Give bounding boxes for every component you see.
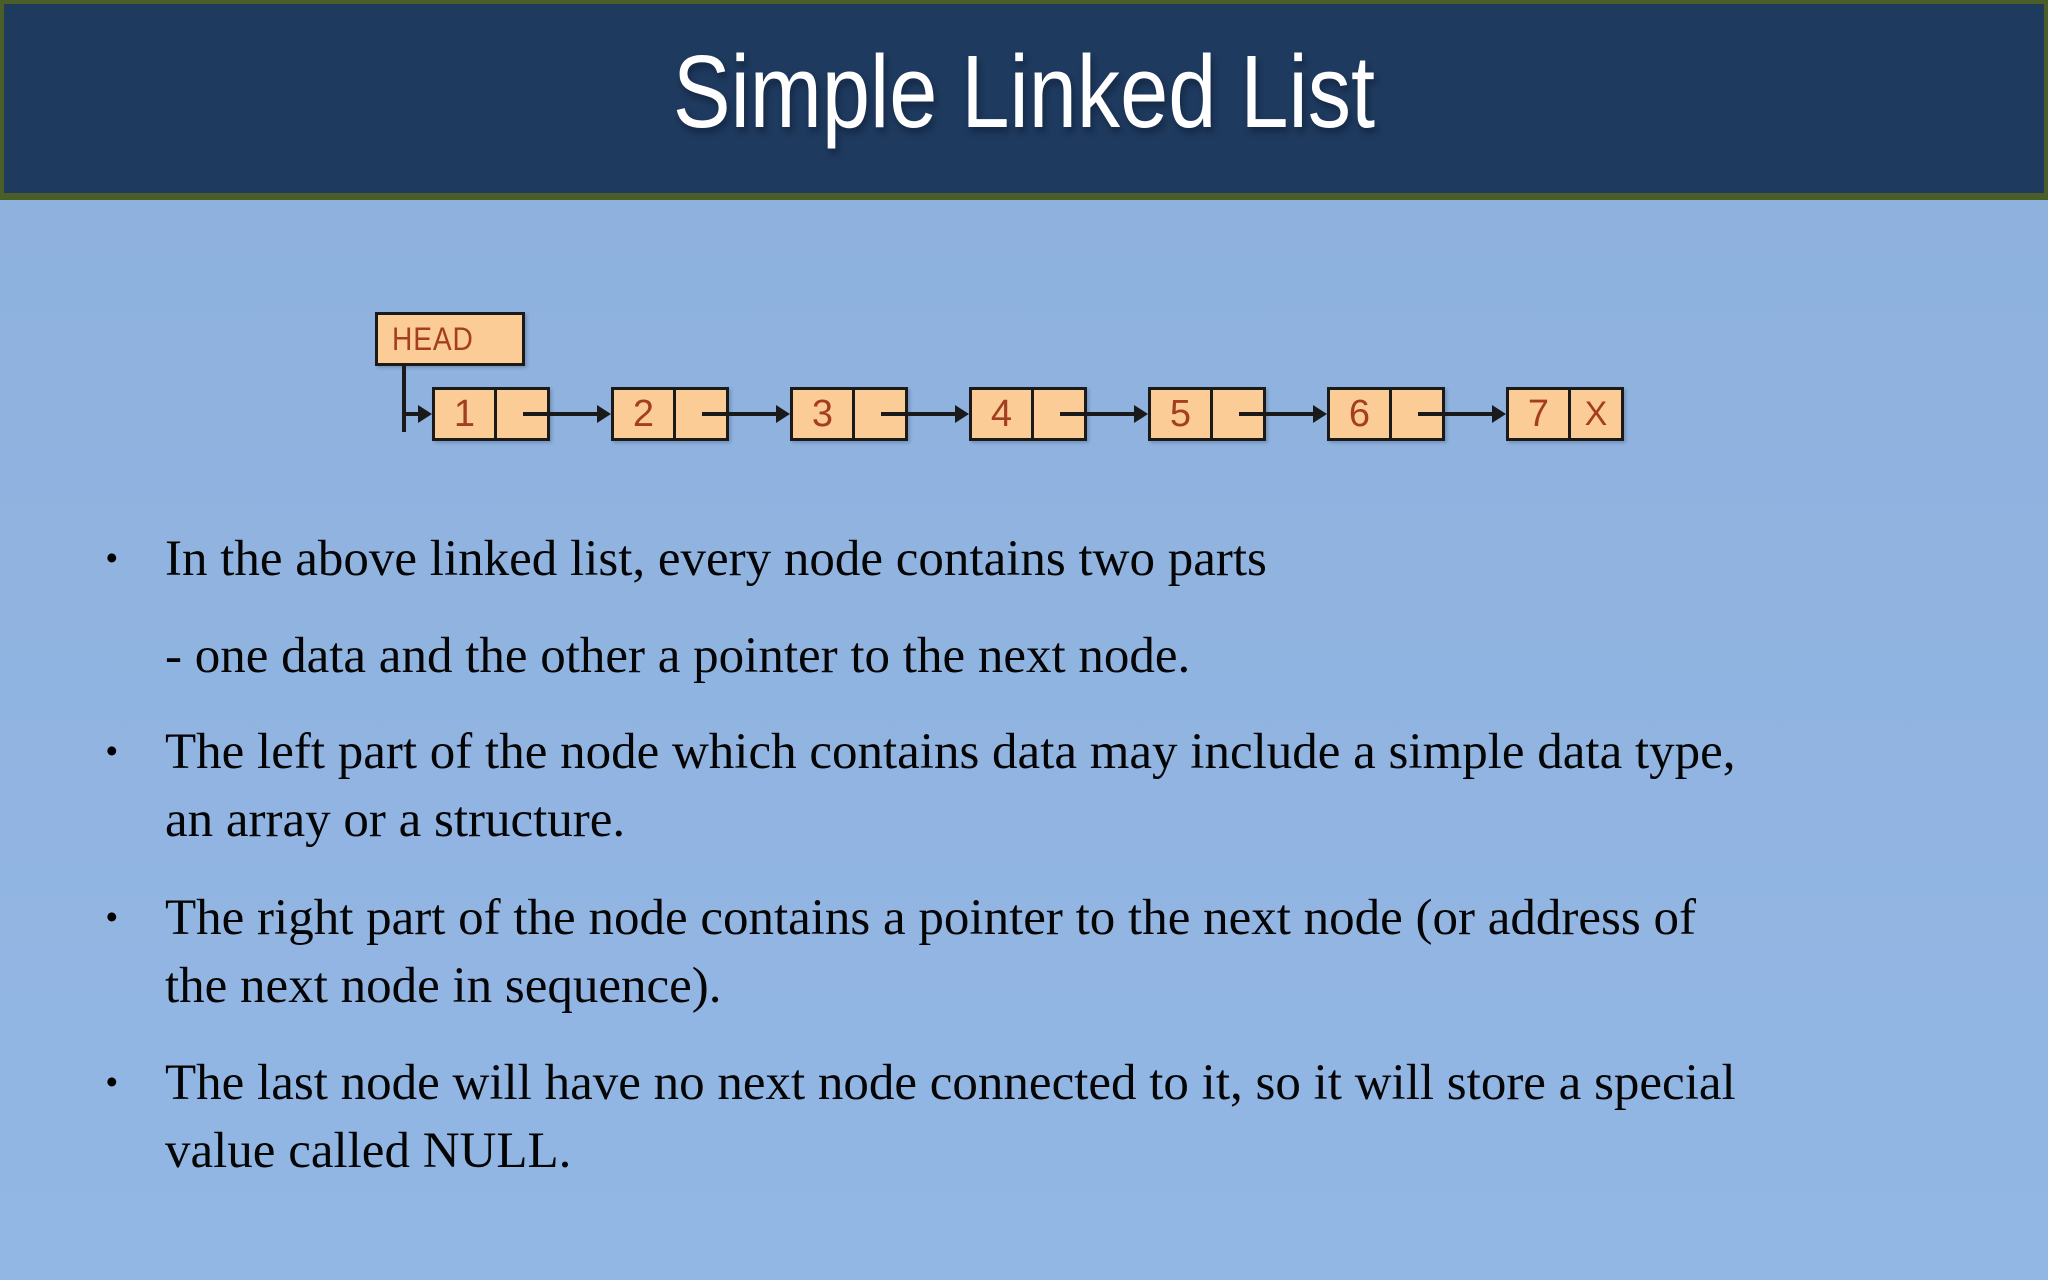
node-data-cell: 4 [972, 390, 1034, 438]
arrowhead-icon [955, 405, 969, 423]
next-pointer-arrow-line [702, 412, 778, 416]
next-pointer-arrow-line [881, 412, 957, 416]
page-title: Simple Linked List [672, 33, 1376, 149]
arrowhead-icon [1134, 405, 1148, 423]
arrowhead-icon [776, 405, 790, 423]
bullet-line: The left part of the node which contains… [165, 724, 1736, 780]
arrowhead-icon [1313, 405, 1327, 423]
node-data-cell: 5 [1151, 390, 1213, 438]
head-connector-horizontal-line [402, 412, 420, 416]
bullet-paragraph: • In the above linked list, every node c… [100, 525, 2040, 593]
head-label: HEAD [392, 320, 474, 357]
node-data-cell: 2 [614, 390, 676, 438]
bullet-dot: • [106, 732, 118, 769]
bullet-paragraph: • The right part of the node contains a … [100, 884, 2040, 1020]
node-data-cell: 3 [793, 390, 855, 438]
bullet-line: the next node in sequence). [165, 958, 722, 1014]
bullet-continuation-paragraph: - one data and the other a pointer to th… [100, 622, 2040, 690]
bullet-paragraph: • The last node will have no next node c… [100, 1049, 2040, 1185]
next-pointer-arrow-line [523, 412, 599, 416]
node: 2 [611, 387, 729, 441]
next-pointer-arrow-line [1418, 412, 1494, 416]
bullet-line: The right part of the node contains a po… [165, 890, 1696, 946]
bullet-line: - one data and the other a pointer to th… [165, 628, 1191, 684]
bullet-dot: • [106, 1063, 118, 1100]
node: 7 X [1506, 387, 1624, 441]
head-box: HEAD [375, 312, 525, 366]
bullet-dot: • [106, 539, 118, 576]
title-bar: Simple Linked List [0, 0, 2048, 200]
head-connector-vertical-line [402, 366, 406, 432]
arrowhead-icon [597, 405, 611, 423]
bullet-paragraph: • The left part of the node which contai… [100, 718, 2040, 854]
next-pointer-arrow-line [1060, 412, 1136, 416]
node-data-cell: 6 [1330, 390, 1392, 438]
bullet-line: value called NULL. [165, 1123, 572, 1179]
node-data-cell: 1 [435, 390, 497, 438]
head-arrowhead-icon [418, 405, 432, 423]
bullet-line: an array or a structure. [165, 792, 626, 848]
bullet-line: In the above linked list, every node con… [165, 531, 1267, 587]
bullet-line: The last node will have no next node con… [165, 1055, 1736, 1111]
node-data-cell: 7 [1509, 390, 1571, 438]
next-pointer-arrow-line [1239, 412, 1315, 416]
arrowhead-icon [1492, 405, 1506, 423]
node-pointer-cell: X [1584, 394, 1608, 433]
bullet-dot: • [106, 898, 118, 935]
